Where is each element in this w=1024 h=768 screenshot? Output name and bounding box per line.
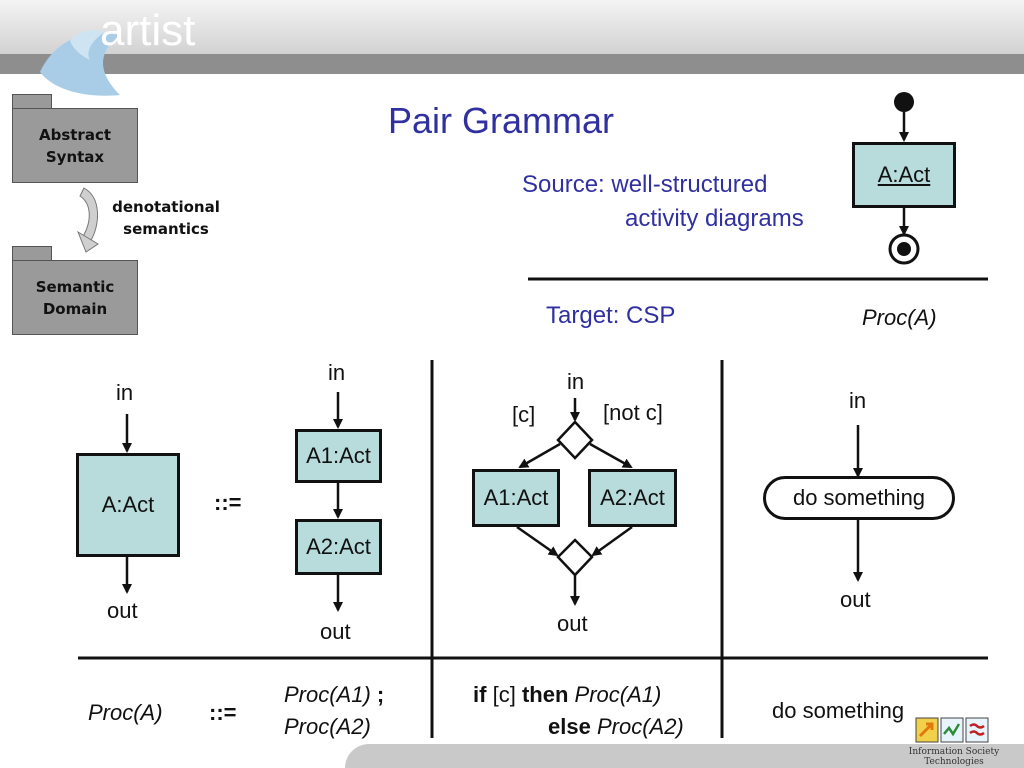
define-symbol: ::= — [214, 490, 242, 515]
action-in-label: in — [849, 388, 867, 413]
choice-a2-box: A2:Act — [588, 469, 677, 527]
lhs-in-label: in — [116, 380, 134, 405]
semantic-domain-label: Semantic Domain — [35, 277, 115, 318]
final-node-icon — [888, 233, 920, 265]
choice-out-label: out — [557, 611, 588, 636]
abstract-syntax-box: Abstract Syntax — [12, 108, 138, 183]
action-out-label: out — [840, 587, 871, 612]
example-activity-box: A:Act — [852, 142, 956, 208]
csp-seq-line2: Proc(A2) — [284, 714, 371, 739]
seq-a1-box: A1:Act — [295, 429, 382, 483]
source-label-cont: activity diagrams — [625, 205, 804, 232]
logo-text: artist — [100, 6, 196, 55]
seq-in-label: in — [328, 360, 346, 385]
csp-define-symbol: ::= — [209, 700, 237, 725]
choice-in-label: in — [567, 369, 585, 394]
top-stripe — [0, 54, 1024, 74]
csp-if-line: if [c] then Proc(A1) — [473, 682, 661, 708]
guard-c-label: [c] — [512, 402, 536, 427]
page-title: Pair Grammar — [388, 100, 615, 141]
csp-seq-line1: Proc(A1) ; — [284, 682, 384, 708]
csp-seq-separator: ; — [376, 682, 385, 707]
lhs-activity-box: A:Act — [76, 453, 180, 557]
target-label: Target: CSP — [546, 302, 676, 329]
csp-else-keyword: else — [548, 714, 591, 739]
csp-else-proc: Proc(A2) — [596, 714, 684, 739]
top-banner — [0, 0, 1024, 54]
ist-logo-text: Information Society Technologies — [908, 747, 1000, 767]
source-label: Source: well-structured — [522, 171, 768, 198]
choice-a1-box: A1:Act — [472, 469, 560, 527]
initial-node-icon — [894, 92, 914, 112]
example-proc-label: Proc(A) — [862, 305, 937, 330]
action-node: do something — [763, 476, 955, 520]
csp-else-line: else Proc(A2) — [548, 714, 684, 740]
csp-action: do something — [772, 698, 905, 723]
seq-a2-box: A2:Act — [295, 519, 382, 575]
csp-lhs: Proc(A) — [88, 700, 163, 725]
bottom-band — [345, 744, 1024, 768]
lhs-out-label: out — [107, 598, 138, 623]
denotational-semantics-label: denotational semantics — [112, 198, 220, 238]
seq-out-label: out — [320, 619, 351, 644]
csp-seq-proc1: Proc(A1) — [284, 682, 371, 707]
csp-if-keyword: if — [473, 682, 487, 707]
csp-condition: [c] — [492, 682, 516, 707]
csp-then-proc: Proc(A1) — [574, 682, 662, 707]
abstract-syntax-label: Abstract Syntax — [38, 125, 112, 166]
guard-not-c-label: [not c] — [603, 400, 663, 425]
csp-then-keyword: then — [521, 682, 569, 707]
semantic-domain-box: Semantic Domain — [12, 260, 138, 335]
